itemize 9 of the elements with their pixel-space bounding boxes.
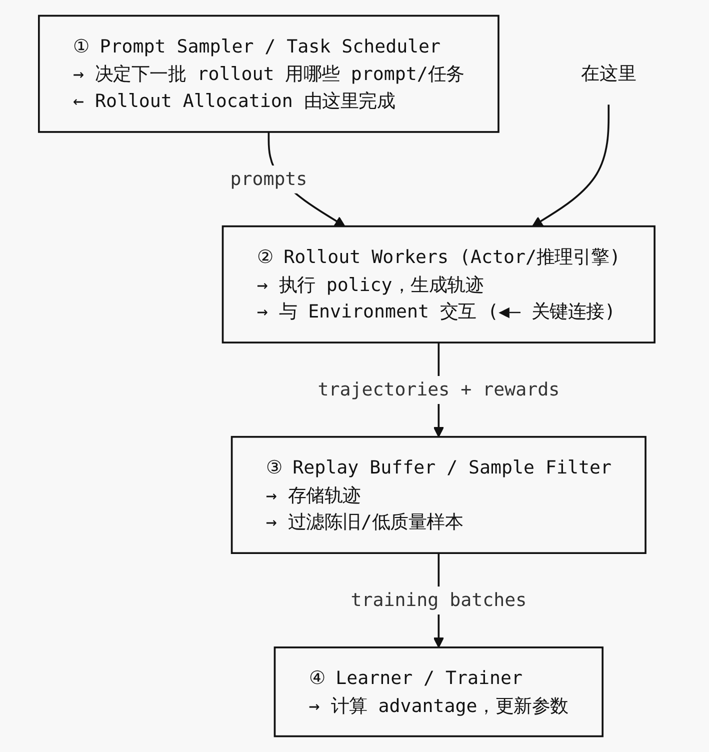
node-box: ② Rollout Workers (Actor/推理引擎) → 执行 policy，生成轨迹 → 与 Environment 交互 (◀— 关键连接): [222, 225, 656, 344]
edge-label: training batches: [350, 588, 527, 611]
node-box: ① Prompt Sampler / Task Scheduler → 决定下一批 rollout 用哪些 prompt/任务 ← Rollout Allocation 由这里完成: [38, 14, 500, 133]
edge-label: prompts: [230, 168, 308, 190]
edge-label: trajectories + rewards: [318, 378, 560, 400]
node-box: ③ Replay Buffer / Sample Filter → 存储轨迹 → 过滤陈旧/低质量样本: [230, 436, 646, 554]
node-text: 在这里: [581, 62, 636, 85]
arrow: [532, 104, 610, 227]
node-box: ④ Learner / Trainer → 计算 advantage，更新参数: [274, 646, 604, 738]
